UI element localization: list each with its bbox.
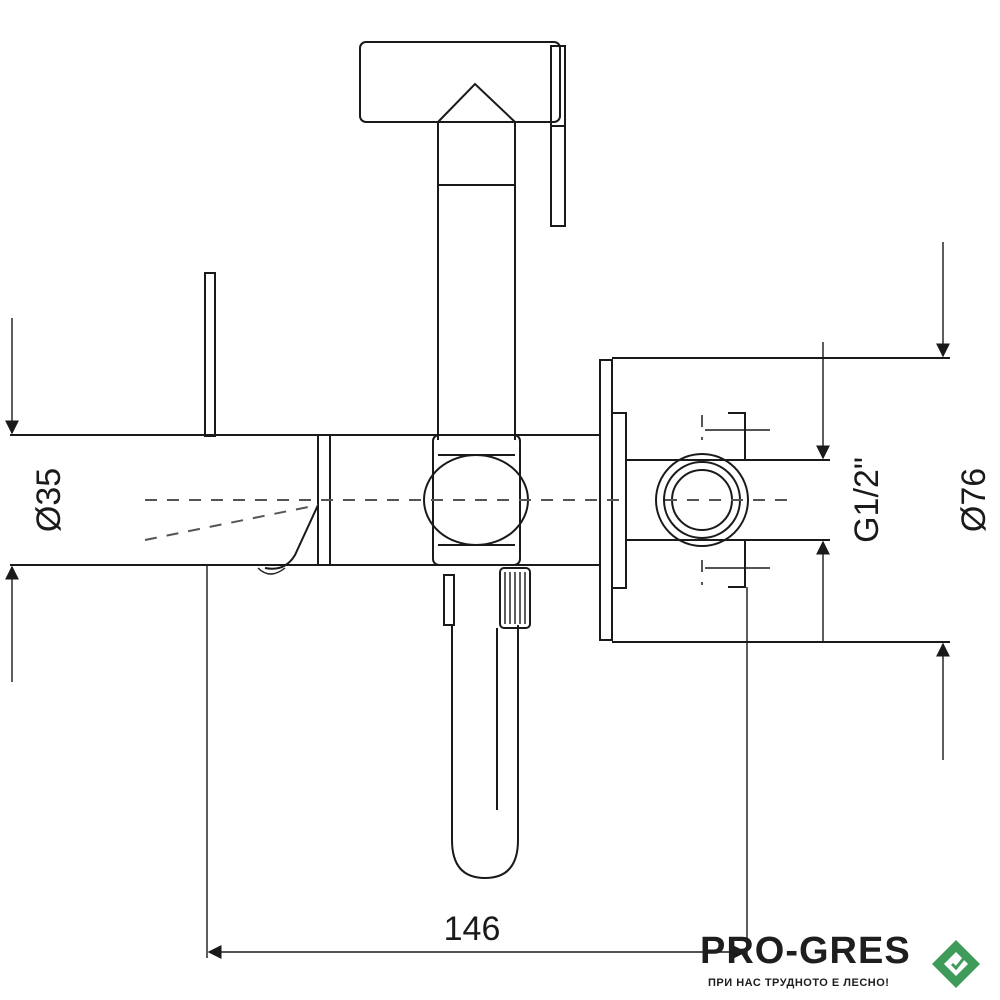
dimension-length-label: 146 — [444, 910, 501, 948]
center-lines — [144, 415, 790, 585]
mixer-lever — [204, 272, 216, 437]
dimension-thread-label: G1/2" — [848, 457, 886, 543]
logo-diamond-icon — [932, 940, 980, 988]
threaded-connection — [626, 412, 830, 588]
dimension-diameter-body: Ø35 — [4, 318, 68, 682]
dimension-diameter-flange-label: Ø76 — [955, 468, 993, 532]
logo-tagline: ПРИ НАС ТРУДНОТО Е ЛЕСНО! — [708, 977, 890, 989]
dimension-thread: G1/2" — [816, 342, 886, 642]
logo-name: PRO-GRES — [700, 930, 911, 972]
hose — [443, 567, 531, 880]
dimension-diameter-flange: Ø76 — [936, 242, 993, 760]
dimension-length: 146 — [206, 565, 748, 959]
hand-shower-head — [359, 41, 566, 227]
dimension-diameter-body-label: Ø35 — [30, 468, 68, 532]
shower-stem — [437, 185, 516, 440]
